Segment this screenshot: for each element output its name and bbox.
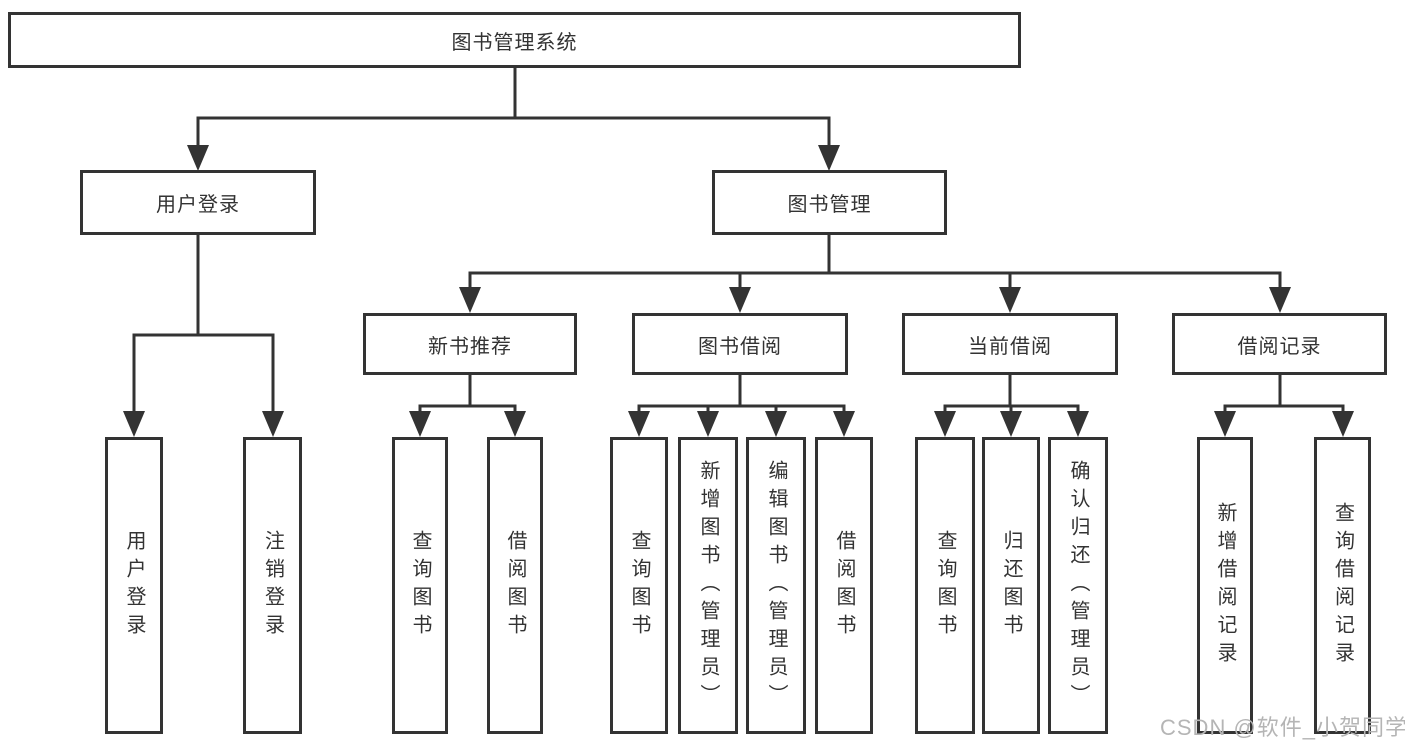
arrowhead-down-icon — [1000, 411, 1022, 437]
node-label: 图书管理系统 — [451, 31, 578, 54]
arrowhead-down-icon — [729, 287, 751, 313]
node-label: 编辑图书（管理员） — [765, 459, 787, 712]
diagram-leaf-query-books: 查询图书 — [392, 437, 448, 734]
diagram-node-new-book-recommend: 新书推荐 — [363, 313, 577, 375]
connector-root-to-level2 — [196, 68, 831, 150]
arrowhead-down-icon — [999, 287, 1021, 313]
arrowhead-down-icon — [765, 411, 787, 437]
node-label: 查询图书 — [409, 529, 431, 642]
arrowhead-down-icon — [934, 411, 956, 437]
arrowhead-down-icon — [459, 287, 481, 313]
diagram-leaf-borrow-books-2: 借阅图书 — [815, 437, 873, 734]
arrowhead-down-icon — [504, 411, 526, 437]
diagram-node-current-borrow: 当前借阅 — [902, 313, 1118, 375]
node-label: 查询图书 — [934, 529, 956, 642]
node-label: 新增借阅记录 — [1214, 501, 1236, 670]
diagram-leaf-query-books-3: 查询图书 — [915, 437, 975, 734]
node-label: 借阅记录 — [1237, 335, 1322, 358]
connector-records-to-leaves — [1223, 375, 1345, 414]
connector-userlogin-to-leaves — [132, 235, 275, 414]
node-label: 归还图书 — [1000, 529, 1022, 642]
diagram-leaf-query-books-2: 查询图书 — [610, 437, 668, 734]
node-label: 当前借阅 — [968, 335, 1052, 358]
node-label: 查询借阅记录 — [1331, 501, 1354, 670]
diagram-leaf-return-book: 归还图书 — [982, 437, 1040, 734]
node-label: 借阅图书 — [833, 529, 855, 642]
arrowhead-down-icon — [818, 145, 840, 171]
connector-borrow-to-leaves — [637, 375, 846, 414]
node-label: 图书借阅 — [698, 335, 782, 358]
diagram-leaf-query-borrow-record: 查询借阅记录 — [1314, 437, 1371, 734]
diagram-leaf-edit-book-admin: 编辑图书（管理员） — [746, 437, 806, 734]
node-label: 新书推荐 — [428, 335, 512, 358]
diagram-node-root: 图书管理系统 — [8, 12, 1021, 68]
arrowhead-down-icon — [833, 411, 855, 437]
node-label: 用户登录 — [156, 194, 240, 216]
diagram-leaf-confirm-return-admin: 确认归还（管理员） — [1048, 437, 1108, 734]
diagram-leaf-add-borrow-record: 新增借阅记录 — [1197, 437, 1253, 734]
arrowhead-down-icon — [628, 411, 650, 437]
csdn-watermark: CSDN @软件_小贺同学 — [1160, 715, 1405, 740]
node-label: 查询图书 — [628, 529, 650, 642]
diagram-leaf-user-login: 用户登录 — [105, 437, 163, 734]
node-label: 注销登录 — [261, 529, 284, 642]
arrowhead-down-icon — [187, 145, 209, 171]
arrowhead-down-icon — [123, 411, 145, 437]
node-label: 借阅图书 — [504, 529, 526, 642]
diagram-node-user-login: 用户登录 — [80, 170, 316, 235]
arrowhead-down-icon — [1214, 411, 1236, 437]
diagram-leaf-add-book-admin: 新增图书（管理员） — [678, 437, 738, 734]
diagram-leaf-borrow-books: 借阅图书 — [487, 437, 543, 734]
node-label: 图书管理 — [787, 194, 872, 216]
arrowhead-down-icon — [262, 411, 284, 437]
connector-newbooks-to-leaves — [418, 375, 517, 414]
diagram-node-book-management: 图书管理 — [712, 170, 947, 235]
arrowhead-down-icon — [697, 411, 719, 437]
diagram-node-book-borrow: 图书借阅 — [632, 313, 848, 375]
arrowhead-down-icon — [1332, 411, 1354, 437]
arrowhead-down-icon — [1067, 411, 1089, 437]
arrowhead-down-icon — [409, 411, 431, 437]
node-label: 新增图书（管理员） — [697, 459, 719, 712]
node-label: 用户登录 — [123, 529, 145, 642]
diagram-leaf-logout: 注销登录 — [243, 437, 302, 734]
connector-current-to-leaves — [943, 375, 1080, 414]
connector-bookmgmt-to-level3 — [468, 235, 1282, 290]
diagram-node-borrow-records: 借阅记录 — [1172, 313, 1387, 375]
node-label: 确认归还（管理员） — [1067, 459, 1089, 712]
arrowhead-down-icon — [1269, 287, 1291, 313]
